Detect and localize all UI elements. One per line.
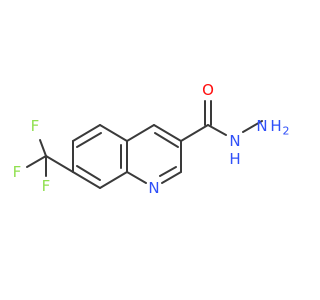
bond bbox=[99, 171, 128, 189]
bond bbox=[99, 124, 128, 142]
atom-f-top: F bbox=[31, 117, 40, 135]
atom-label-layer: N O N H N H 2 F F F bbox=[13, 81, 290, 197]
bond bbox=[153, 124, 182, 142]
bond bbox=[126, 124, 155, 142]
bond bbox=[45, 155, 74, 173]
atom-n-terminal: N bbox=[256, 117, 267, 135]
bond bbox=[39, 139, 47, 157]
bond bbox=[207, 124, 227, 136]
bond bbox=[154, 132, 179, 148]
atom-o-carbonyl: O bbox=[202, 81, 214, 99]
bond-layer bbox=[26, 100, 263, 189]
bond bbox=[72, 124, 101, 142]
atom-n-ring: N bbox=[148, 179, 159, 197]
bond bbox=[72, 171, 101, 189]
bond bbox=[242, 120, 263, 133]
bond bbox=[161, 171, 182, 184]
molecule-diagram: N O N H N H 2 F F F bbox=[13, 81, 290, 197]
bond bbox=[76, 165, 101, 181]
bond bbox=[159, 166, 177, 177]
bond bbox=[26, 155, 47, 168]
atom-h-amide: H bbox=[229, 150, 240, 168]
bond bbox=[126, 171, 147, 184]
structure-canvas: N O N H N H 2 F F F bbox=[13, 81, 290, 197]
atom-f-bottom: F bbox=[42, 177, 51, 195]
atom-f-left: F bbox=[13, 163, 22, 181]
atom-h2-subscript: 2 bbox=[283, 125, 290, 138]
atom-n-amide: N bbox=[229, 132, 240, 150]
bond bbox=[180, 124, 209, 142]
atom-h2-terminal: H bbox=[270, 117, 281, 135]
bond bbox=[76, 132, 102, 148]
